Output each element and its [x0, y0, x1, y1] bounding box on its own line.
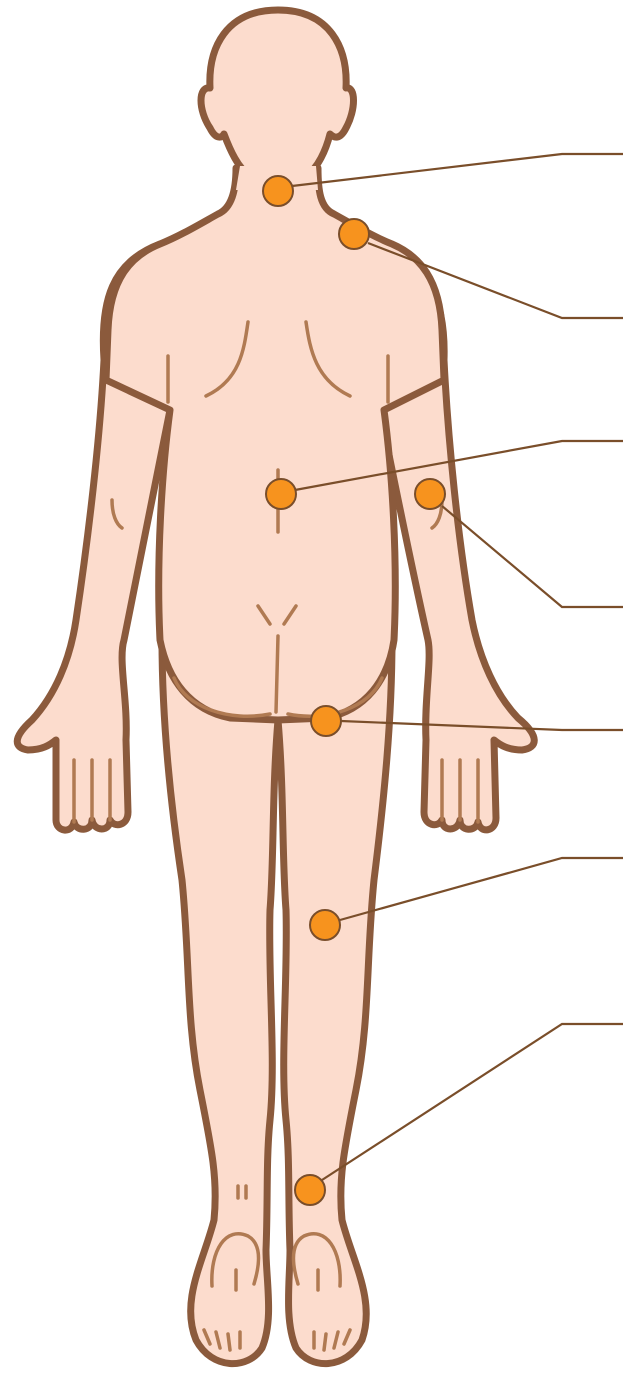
leader-line-knee: [340, 858, 623, 920]
knee-marker-dot-icon[interactable]: [310, 910, 340, 940]
abdomen-marker-dot-icon[interactable]: [266, 479, 296, 509]
head: [201, 10, 354, 176]
elbow-marker-dot-icon[interactable]: [415, 479, 445, 509]
ankle-marker-dot-icon[interactable]: [295, 1175, 325, 1205]
buttock-marker-dot-icon[interactable]: [311, 706, 341, 736]
leader-line-ankle: [322, 1024, 623, 1180]
leader-line-neck: [292, 154, 623, 186]
left-leg: [162, 640, 278, 1364]
shoulder-marker-dot-icon[interactable]: [339, 219, 369, 249]
neck-marker-dot-icon[interactable]: [263, 176, 293, 206]
